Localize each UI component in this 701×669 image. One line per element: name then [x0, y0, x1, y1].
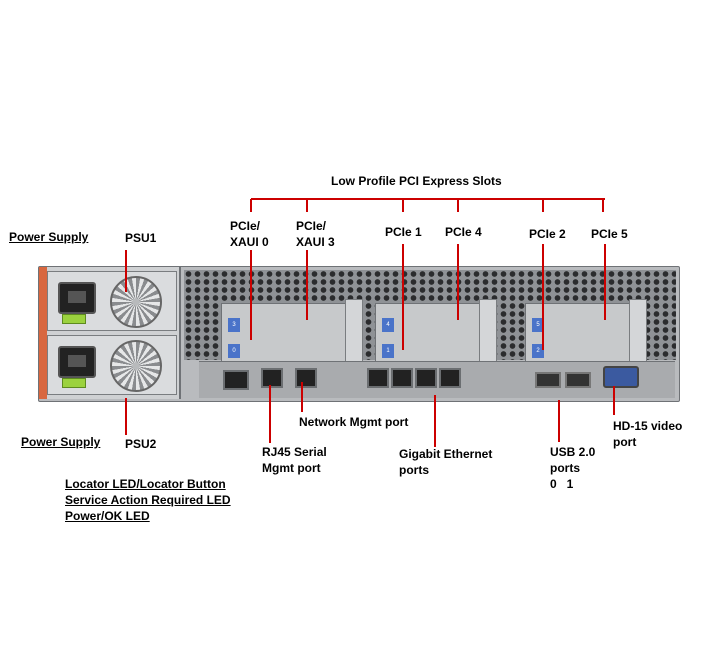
psu-release-tab — [39, 267, 47, 399]
pcie-xaui0-label-line2: XAUI 0 — [230, 235, 269, 249]
rj45-serial-port — [261, 368, 283, 388]
power-supply-bottom-label: Power Supply — [21, 435, 101, 449]
ethernet-port-3 — [439, 368, 461, 388]
usb-label-line3: 0 1 — [550, 477, 574, 491]
fan-icon — [110, 276, 162, 328]
psu1-module — [47, 271, 177, 331]
pcie-xaui3-label-line1: PCIe/ — [296, 219, 327, 233]
power-supply-top-label: Power Supply — [9, 230, 89, 244]
power-ok-led-label: Power/OK LED — [65, 509, 150, 523]
slots-header-label: Low Profile PCI Express Slots — [331, 174, 502, 188]
pcie-xaui3-label-line2: XAUI 3 — [296, 235, 335, 249]
locator-led-label: Locator LED/Locator Button — [65, 477, 226, 491]
psu-status-led — [62, 314, 86, 324]
psu2-module — [47, 335, 177, 395]
video-label-line1: HD-15 video — [613, 419, 683, 433]
gbe-label-line2: ports — [399, 463, 429, 477]
pcie4-label: PCIe 4 — [445, 225, 482, 239]
ac-inlet-icon — [58, 282, 96, 314]
psu1-label: PSU1 — [125, 231, 157, 245]
psu-bay — [39, 267, 181, 399]
server-rear-panel: 3 0 4 1 5 2 — [38, 266, 680, 402]
io-strip — [199, 361, 675, 398]
hd15-video-port — [603, 366, 639, 388]
pcie2-label: PCIe 2 — [529, 227, 566, 241]
slot-tag: 2 — [532, 344, 544, 358]
network-mgmt-port — [295, 368, 317, 388]
slot-tag: 0 — [228, 344, 240, 358]
pcie5-label: PCIe 5 — [591, 227, 628, 241]
slot-tag: 5 — [532, 318, 544, 332]
usb-label-line1: USB 2.0 — [550, 445, 596, 459]
video-label-line2: port — [613, 435, 637, 449]
psu2-label: PSU2 — [125, 437, 157, 451]
pcie-xaui0-label-line1: PCIe/ — [230, 219, 261, 233]
ethernet-port-2 — [415, 368, 437, 388]
usb-port-1 — [565, 372, 591, 388]
pcie1-label: PCIe 1 — [385, 225, 422, 239]
usb-port-0 — [535, 372, 561, 388]
fan-icon — [110, 340, 162, 392]
psu-status-led — [62, 378, 86, 388]
ac-inlet-icon — [58, 346, 96, 378]
rj45-label-line1: RJ45 Serial — [262, 445, 327, 459]
slot-tag: 4 — [382, 318, 394, 332]
rj45-label-line2: Mgmt port — [262, 461, 321, 475]
led-cluster — [223, 370, 249, 390]
slot-tag: 1 — [382, 344, 394, 358]
gbe-label-line1: Gigabit Ethernet — [399, 447, 493, 461]
slot-tag: 3 — [228, 318, 240, 332]
service-led-label: Service Action Required LED — [65, 493, 231, 507]
ethernet-port-1 — [391, 368, 413, 388]
usb-label-line2: ports — [550, 461, 580, 475]
network-mgmt-label: Network Mgmt port — [299, 415, 409, 429]
ethernet-port-0 — [367, 368, 389, 388]
pcie-card-group-1-4: 4 1 — [375, 303, 481, 363]
